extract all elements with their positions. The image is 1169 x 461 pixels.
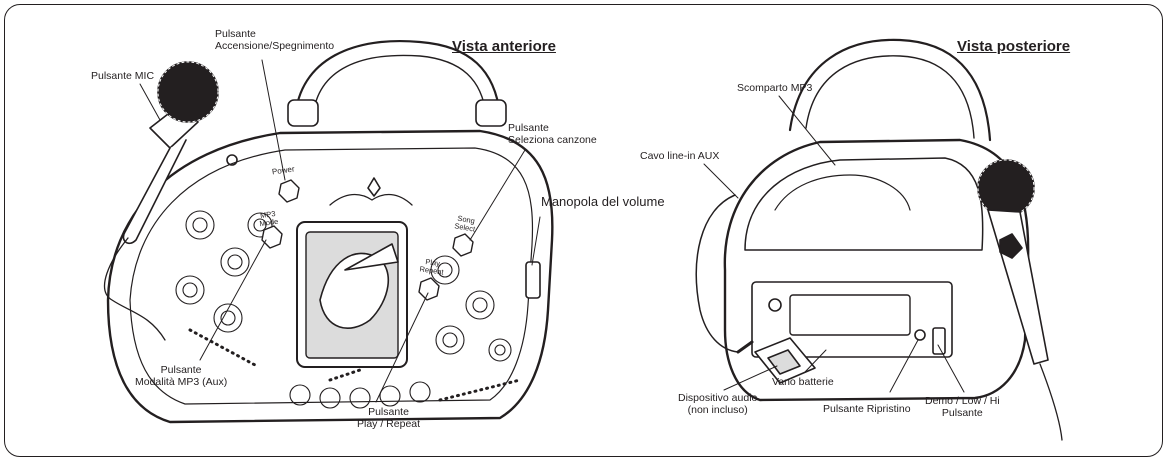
- label-song-line1: Pulsante: [508, 122, 597, 134]
- label-audio-line1: Dispositivo audio: [678, 392, 757, 404]
- label-mp3-line1: Pulsante: [135, 364, 227, 376]
- label-song-line2: Seleziona canzone: [508, 134, 597, 146]
- label-play-repeat: Pulsante Play / Repeat: [357, 406, 420, 430]
- label-song-select: Pulsante Seleziona canzone: [508, 122, 597, 146]
- label-demo-line2: Pulsante: [925, 407, 1000, 419]
- label-battery-compartment: Vano batterie: [772, 376, 834, 388]
- device-play-repeat-text: Play Repeat: [419, 257, 445, 276]
- label-audio-line2: (non incluso): [678, 404, 757, 416]
- label-mp3-compartment: Scomparto MP3: [737, 82, 812, 94]
- label-demo-button: Demo / Low / Hi Pulsante: [925, 395, 1000, 419]
- label-power-line2: Accensione/Spegnimento: [215, 40, 334, 52]
- label-aux-cable: Cavo line-in AUX: [640, 150, 719, 162]
- label-power-line1: Pulsante: [215, 28, 334, 40]
- label-demo-line1: Demo / Low / Hi: [925, 395, 1000, 407]
- device-song-select-text: Song Select: [454, 214, 477, 233]
- label-power-button: Pulsante Accensione/Spegnimento: [215, 28, 334, 52]
- label-volume-knob: Manopola del volume: [541, 194, 665, 209]
- device-mp3-mode-text: MP3 Mode: [258, 210, 279, 228]
- back-view-device: [696, 40, 1062, 440]
- label-mp3-mode: Pulsante Modalità MP3 (Aux): [135, 364, 227, 388]
- label-play-line1: Pulsante: [357, 406, 420, 418]
- front-view-title: Vista anteriore: [452, 38, 556, 55]
- label-audio-device: Dispositivo audio (non incluso): [678, 392, 757, 416]
- back-view-title: Vista posteriore: [957, 38, 1070, 55]
- label-play-line2: Play / Repeat: [357, 418, 420, 430]
- label-mic-button: Pulsante MIC: [91, 70, 154, 82]
- label-reset-button: Pulsante Ripristino: [823, 403, 911, 415]
- label-mp3-line2: Modalità MP3 (Aux): [135, 376, 227, 388]
